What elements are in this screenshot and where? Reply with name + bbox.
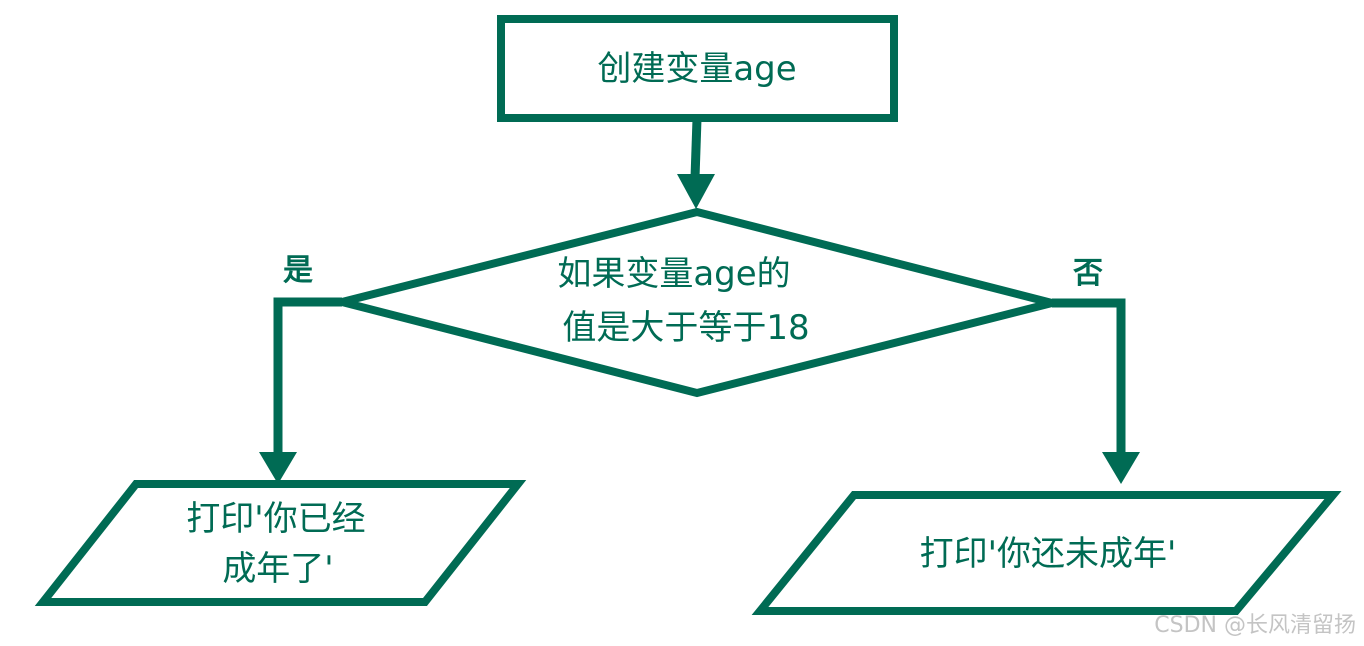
edge-yes-branch bbox=[273, 297, 342, 455]
decision-label-line-1: 如果变量age的 bbox=[557, 254, 790, 294]
start-node: 创建变量age bbox=[497, 15, 898, 122]
yes-output-parallelogram bbox=[34, 480, 527, 606]
edges bbox=[259, 118, 1140, 484]
yes-output-node: 打印'你已经 成年了' bbox=[34, 480, 527, 606]
decision-diamond bbox=[341, 207, 1053, 398]
start-label: 创建变量age bbox=[597, 49, 796, 89]
arrowhead-no-icon bbox=[1102, 452, 1140, 484]
edge-no-branch bbox=[1052, 298, 1126, 455]
edge-start-to-decision bbox=[690, 118, 702, 179]
yes-branch-label: 是 bbox=[283, 253, 313, 288]
no-output-parallelogram bbox=[751, 491, 1342, 615]
arrowhead-decision-icon bbox=[677, 174, 715, 209]
arrowhead-yes-icon bbox=[259, 452, 297, 484]
start-box bbox=[497, 15, 898, 122]
decision-node: 如果变量age的 值是大于等于18 bbox=[341, 207, 1053, 398]
yes-output-line-1: 打印'你已经 bbox=[186, 499, 365, 539]
no-output-line-1: 打印'你还未成年' bbox=[920, 534, 1177, 574]
no-output-node: 打印'你还未成年' bbox=[751, 491, 1342, 615]
watermark-text: CSDN @长风清留扬 bbox=[1154, 613, 1356, 638]
no-branch-label: 否 bbox=[1073, 256, 1103, 291]
decision-label-line-2: 值是大于等于18 bbox=[562, 308, 809, 348]
yes-output-line-2: 成年了' bbox=[222, 549, 333, 589]
